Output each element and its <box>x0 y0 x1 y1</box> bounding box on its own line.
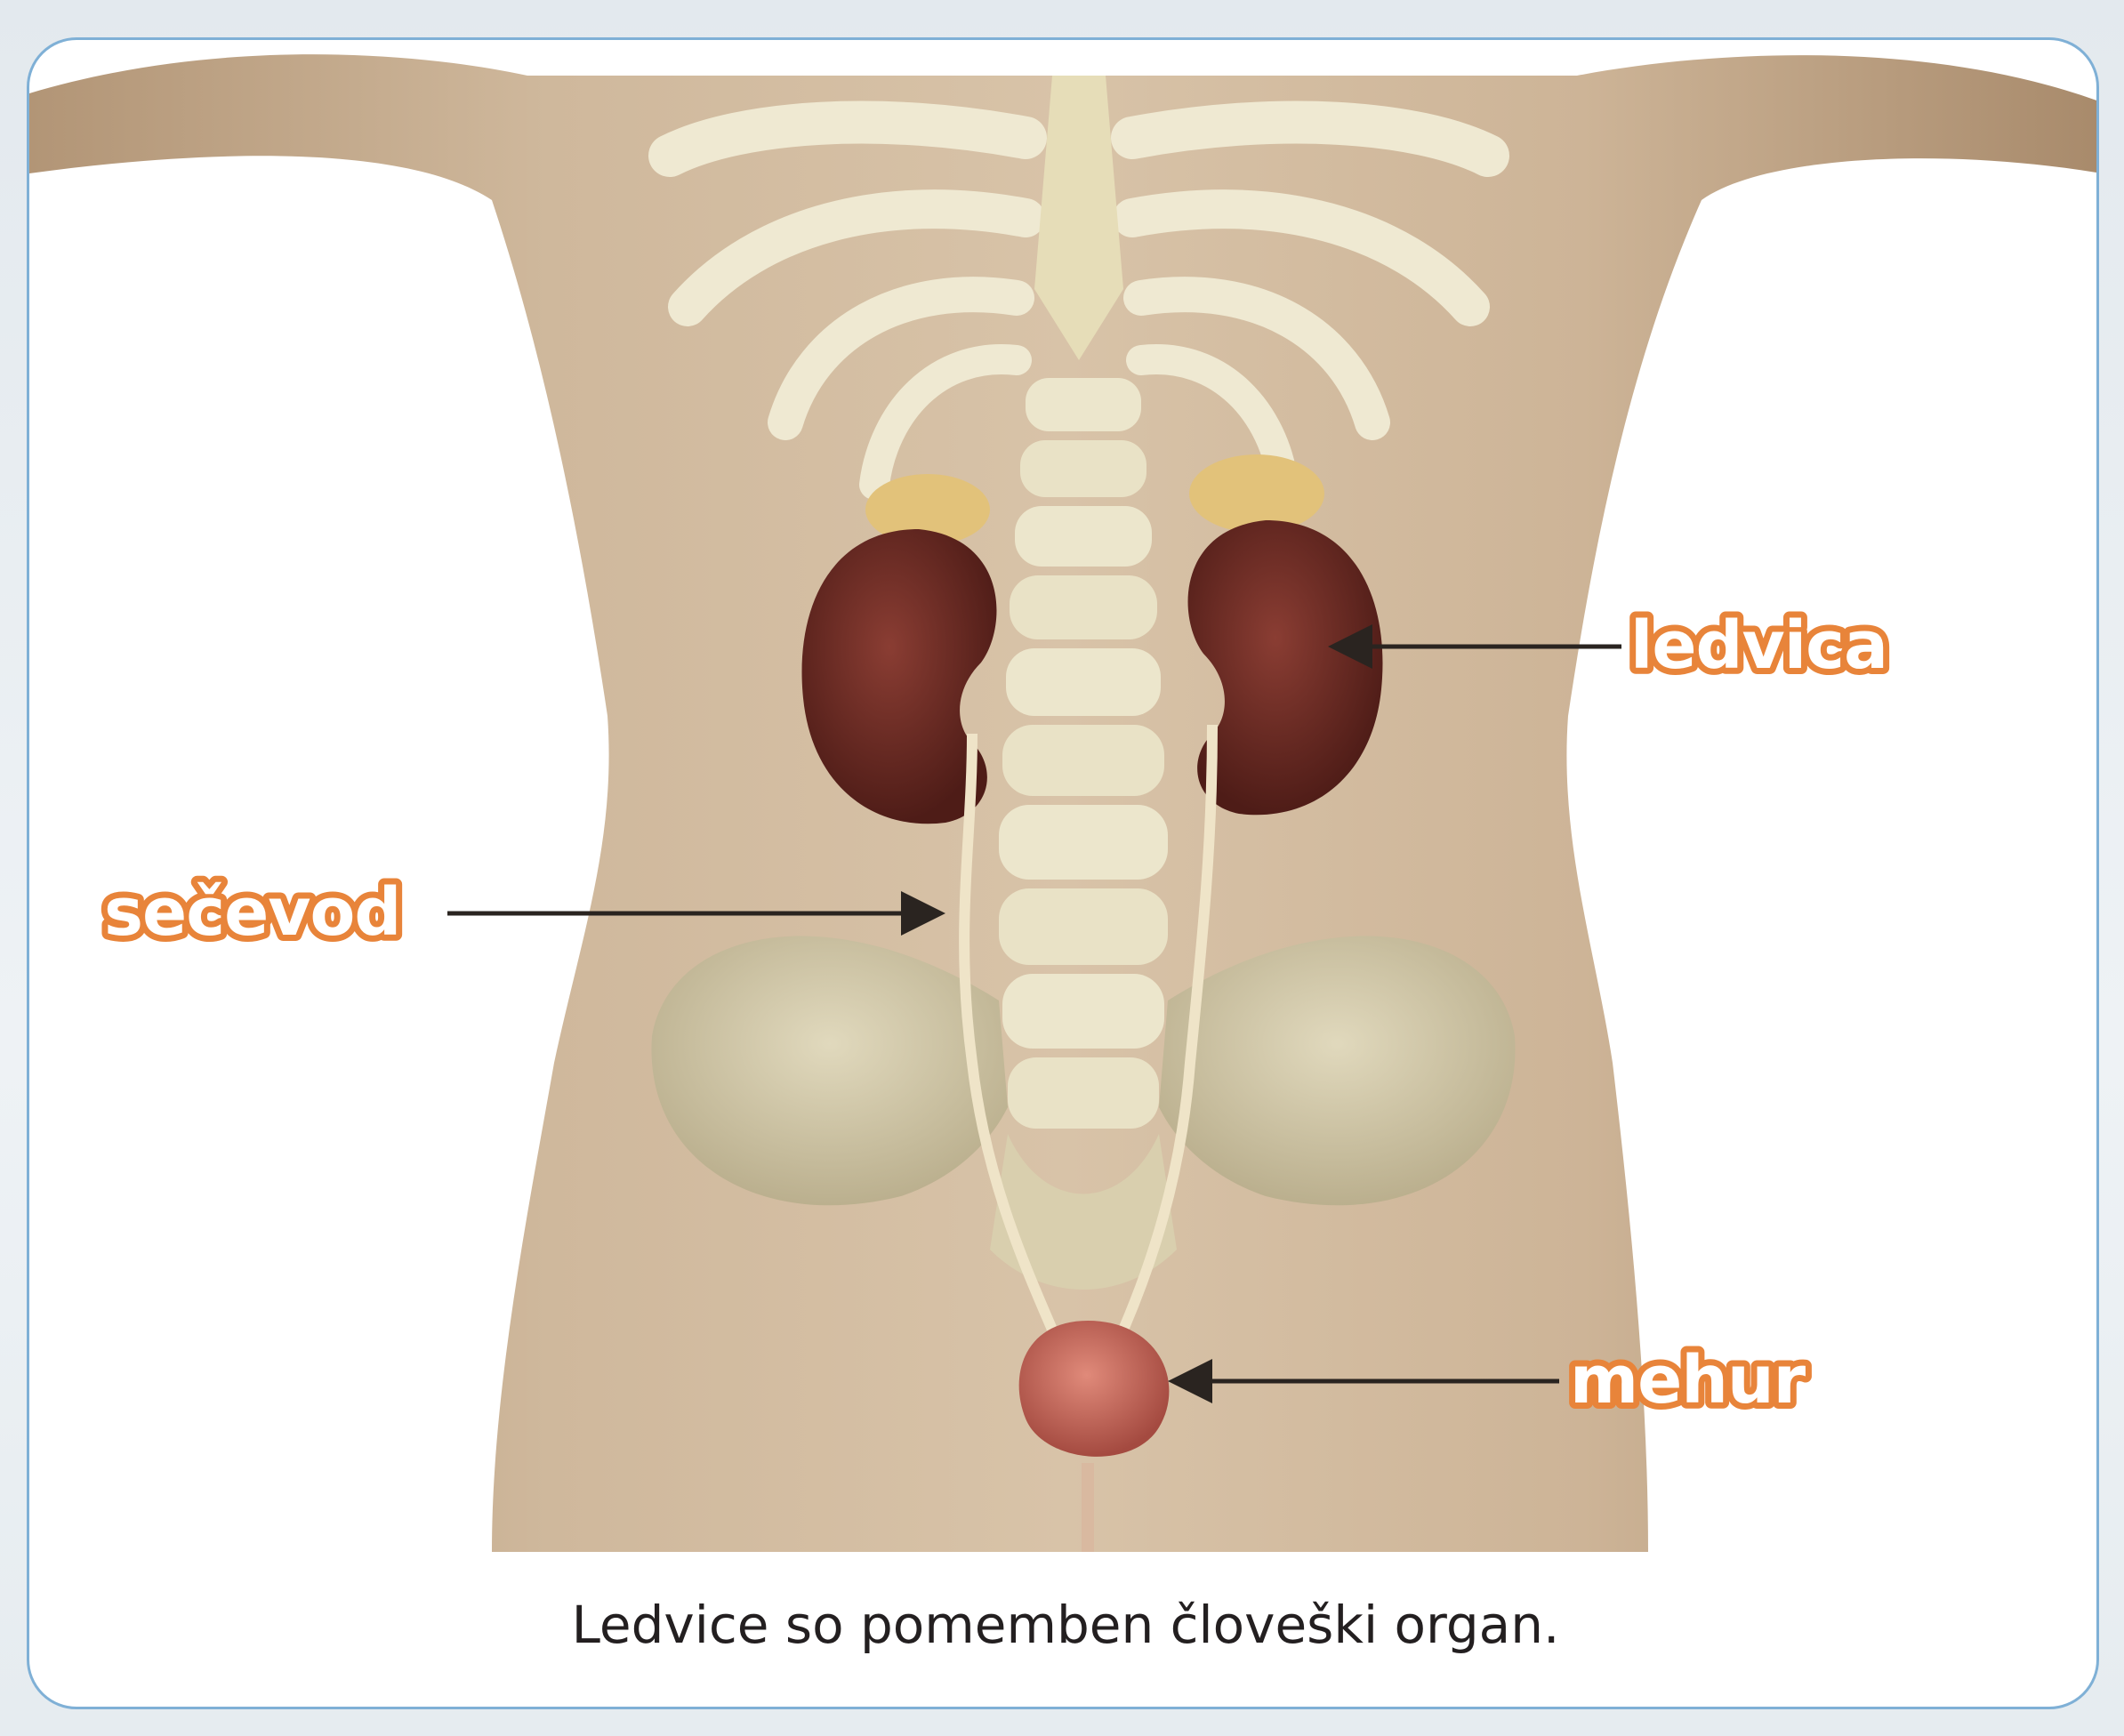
bladder <box>1019 1321 1170 1457</box>
label-kidney: ledvica <box>1630 607 1887 684</box>
label-ureter: sečevod <box>104 874 400 951</box>
anatomy-illustration: ledvica sečevod mehur <box>29 40 2099 1709</box>
figure-card: ledvica sečevod mehur Ledvice so pomembe… <box>27 37 2099 1709</box>
label-bladder: mehur <box>1570 1342 1806 1419</box>
figure-caption: Ledvice so pomemben človeški organ. <box>29 1595 2099 1655</box>
adrenal-right <box>1189 454 1324 533</box>
